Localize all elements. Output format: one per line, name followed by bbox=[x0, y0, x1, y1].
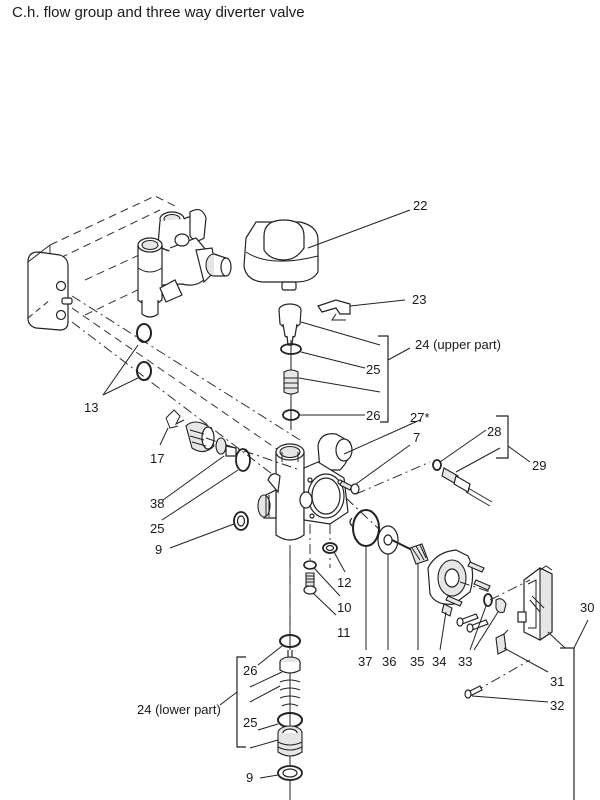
label-11: 11 bbox=[337, 625, 351, 640]
board-30 bbox=[489, 565, 566, 649]
label-29: 29 bbox=[532, 458, 546, 473]
bracket-30 bbox=[560, 647, 575, 800]
heat-exchanger bbox=[27, 195, 176, 331]
label-28: 28 bbox=[487, 424, 501, 439]
diaphragm-parts bbox=[345, 497, 429, 650]
diagram-title: C.h. flow group and three way diverter v… bbox=[12, 4, 305, 21]
parts-33 bbox=[456, 593, 507, 651]
clip-23 bbox=[317, 299, 406, 321]
label-32: 32 bbox=[550, 698, 564, 713]
left-parts bbox=[159, 409, 301, 549]
bracket-29 bbox=[496, 415, 509, 459]
label-25-upper: 25 bbox=[366, 362, 380, 377]
label-38: 38 bbox=[150, 496, 164, 511]
label-25-lower: 25 bbox=[243, 715, 257, 730]
label-27: 27* bbox=[410, 410, 430, 425]
label-24-lower: 24 (lower part) bbox=[137, 702, 221, 717]
screw-32 bbox=[464, 659, 549, 703]
screw-7 bbox=[339, 444, 411, 495]
label-9-left: 9 bbox=[155, 542, 162, 557]
lower-cartridge bbox=[249, 545, 303, 800]
clip-31 bbox=[495, 629, 549, 673]
cover-34 bbox=[427, 549, 491, 651]
bracket-24-upper bbox=[378, 335, 389, 423]
valve-body-27 bbox=[257, 419, 421, 541]
upper-cartridge bbox=[278, 303, 381, 430]
label-26-upper: 26 bbox=[366, 408, 380, 423]
bracket-24-lower bbox=[236, 656, 246, 748]
label-33: 33 bbox=[458, 654, 472, 669]
label-36: 36 bbox=[382, 654, 396, 669]
sensor-28-29 bbox=[355, 429, 501, 507]
label-26-lower: 26 bbox=[243, 663, 257, 678]
label-7: 7 bbox=[413, 430, 420, 445]
axis-line bbox=[71, 295, 301, 441]
label-37: 37 bbox=[358, 654, 372, 669]
label-35: 35 bbox=[410, 654, 424, 669]
actuator-22 bbox=[243, 209, 411, 291]
axis-line bbox=[71, 321, 281, 481]
label-23: 23 bbox=[412, 292, 426, 307]
flow-group-block bbox=[137, 208, 232, 318]
label-30: 30 bbox=[580, 600, 594, 615]
label-25-left: 25 bbox=[150, 521, 164, 536]
small-parts-12-10-11 bbox=[303, 524, 346, 616]
axis-line bbox=[71, 307, 301, 466]
label-13: 13 bbox=[84, 400, 98, 415]
label-17: 17 bbox=[150, 451, 164, 466]
o-rings-13 bbox=[102, 323, 152, 396]
label-31: 31 bbox=[550, 674, 564, 689]
label-34: 34 bbox=[432, 654, 446, 669]
label-22: 22 bbox=[413, 198, 427, 213]
label-10: 10 bbox=[337, 600, 351, 615]
label-24-upper: 24 (upper part) bbox=[415, 337, 501, 352]
label-9-lower: 9 bbox=[246, 770, 253, 785]
label-12: 12 bbox=[337, 575, 351, 590]
